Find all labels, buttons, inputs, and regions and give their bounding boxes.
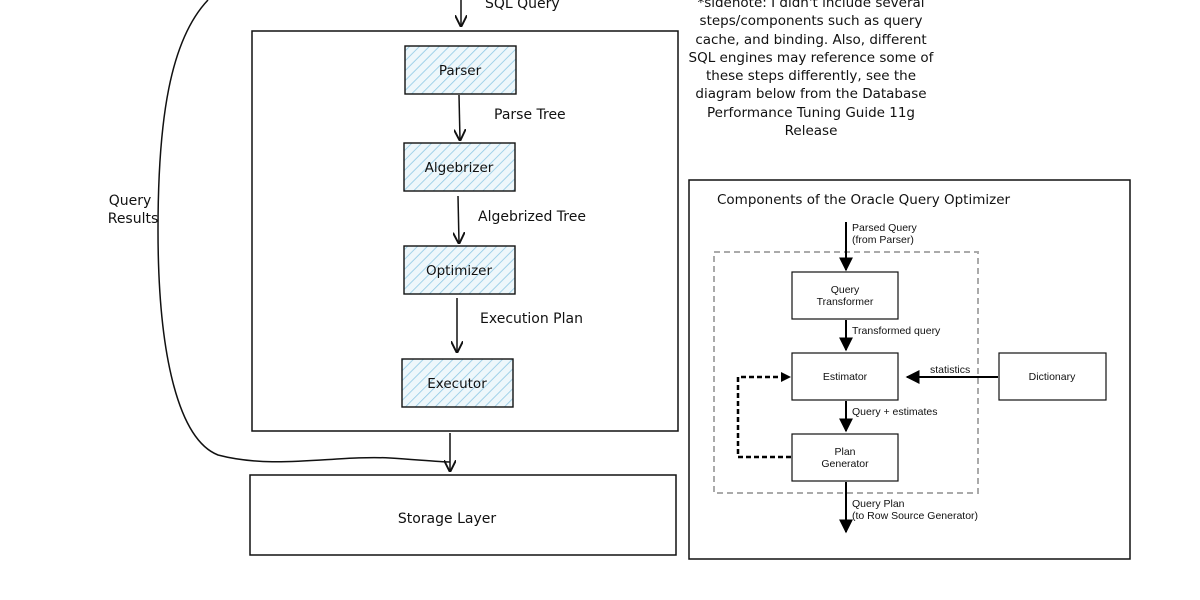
execution-plan-label: Execution Plan (480, 311, 583, 327)
plan-generator-label-1: Plan (834, 446, 855, 458)
transformed-query-label: Transformed query (852, 325, 941, 337)
parse-tree-arrow (459, 94, 460, 140)
query-transformer-box (791, 271, 899, 320)
sidenote-text: *sidenote: I didn't include several step… (688, 0, 934, 140)
executor-box (401, 358, 514, 408)
query-engine-container (251, 30, 679, 432)
algebrizer-box (403, 142, 516, 192)
dictionary-box (998, 352, 1107, 401)
storage-layer-box (249, 474, 677, 556)
optimizer-label: Optimizer (426, 263, 493, 279)
query-results-curve (157, 0, 451, 463)
dictionary-label: Dictionary (1029, 371, 1076, 383)
executor-label: Executor (427, 376, 487, 392)
estimator-label: Estimator (823, 371, 868, 383)
estimator-box (791, 352, 899, 401)
oracle-diagram-title: Components of the Oracle Query Optimizer (717, 192, 1011, 208)
query-plan-label-1: Query Plan (852, 498, 905, 510)
query-results-label-2: Results (108, 211, 159, 227)
parser-label: Parser (439, 63, 482, 79)
sql-query-label: SQL Query (485, 0, 560, 12)
feedback-loop-arrowhead (781, 372, 791, 382)
query-transformer-label-2: Transformer (817, 296, 874, 308)
algebrized-tree-arrow (458, 195, 459, 243)
storage-layer-label: Storage Layer (398, 511, 497, 527)
query-plan-label-2: (to Row Source Generator) (852, 510, 978, 522)
feedback-loop-arrow (736, 375, 791, 459)
statistics-label: statistics (930, 364, 970, 376)
parsed-query-label-1: Parsed Query (852, 222, 918, 234)
query-results-label-1: Query (109, 193, 152, 209)
query-transformer-label-1: Query (831, 284, 860, 296)
optimizer-box (403, 245, 516, 295)
algebrizer-label: Algebrizer (425, 160, 494, 176)
plan-generator-box (791, 433, 899, 482)
plan-generator-label-2: Generator (821, 458, 869, 470)
oracle-diagram-frame (688, 179, 1131, 560)
estimates-label: Query + estimates (852, 406, 938, 418)
parsed-query-label-2: (from Parser) (852, 234, 914, 246)
parse-tree-label: Parse Tree (494, 107, 566, 123)
parser-box (404, 45, 517, 95)
algebrized-tree-label: Algebrized Tree (478, 209, 586, 225)
